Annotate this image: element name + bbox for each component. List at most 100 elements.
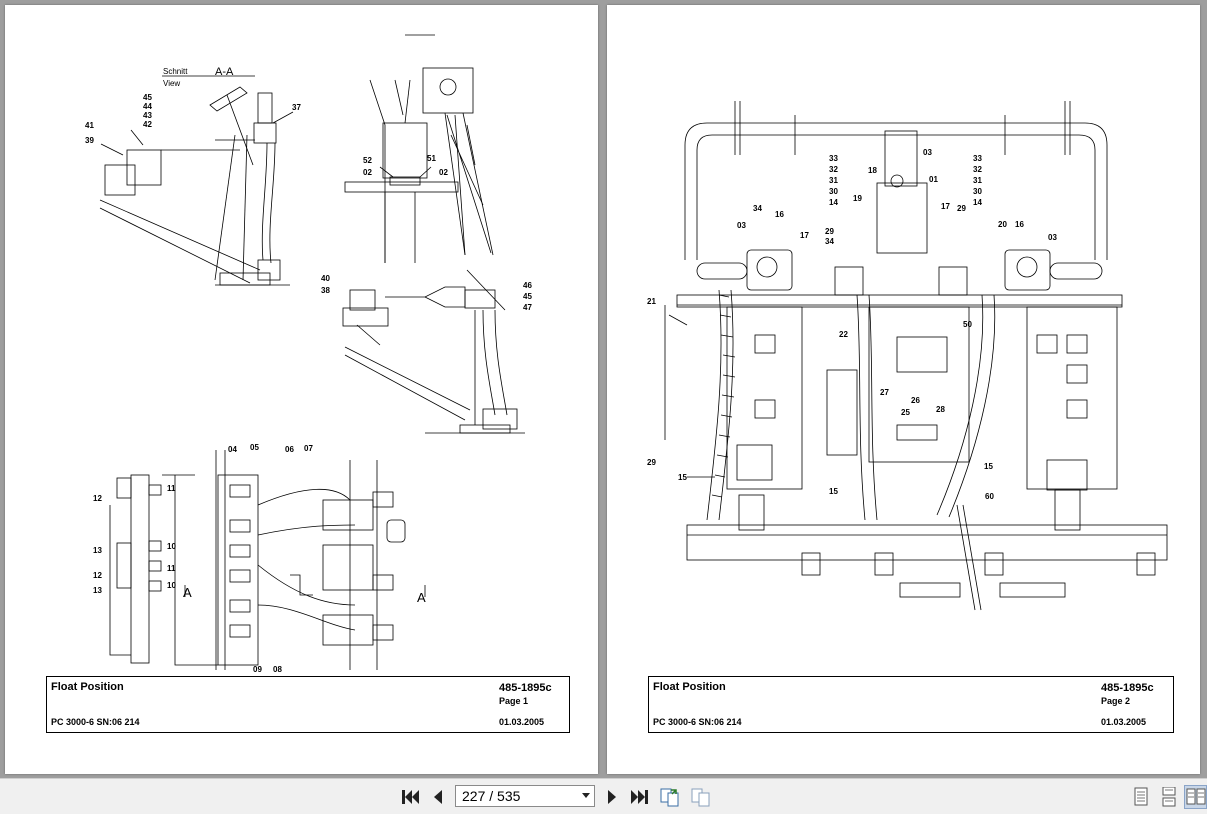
callout: 12 — [93, 571, 102, 580]
hydraulic-drawing-page-2: 03 33 32 31 30 14 18 01 17 29 19 33 32 3… — [647, 101, 1168, 611]
callout: 26 — [911, 396, 920, 405]
callout: 45 — [143, 93, 152, 102]
navigation-toolbar: 227 / 535 — [0, 778, 1207, 814]
document-page-2: 03 33 32 31 30 14 18 01 17 29 19 33 32 3… — [607, 5, 1200, 774]
section-label: A-A — [215, 66, 234, 78]
callout: 11 — [167, 564, 176, 573]
callout: 13 — [93, 586, 102, 595]
next-view-icon — [691, 788, 710, 807]
callout: 11 — [167, 484, 176, 493]
callout: 30 — [973, 187, 982, 196]
callout: 34 — [753, 204, 762, 213]
callout: 03 — [923, 148, 932, 157]
two-page-view-icon — [1186, 788, 1205, 805]
callout: 09 — [253, 665, 262, 674]
callout: 10 — [167, 542, 176, 551]
callout: 14 — [973, 198, 982, 207]
total-pages: 535 — [497, 788, 521, 804]
callout: 19 — [853, 194, 862, 203]
callout: 29 — [825, 227, 834, 236]
callout: 25 — [901, 408, 910, 417]
page-number-select[interactable]: 227 / 535 — [455, 785, 595, 807]
callout: 41 — [85, 121, 94, 130]
title-block: Float Position PC 3000-6 SN:06 214 485-1… — [46, 676, 570, 733]
callout: 03 — [737, 221, 746, 230]
callout: 32 — [829, 165, 838, 174]
page-label: Page 1 — [499, 696, 529, 706]
callout: 12 — [93, 494, 102, 503]
callout: 15 — [984, 462, 993, 471]
callout: 39 — [85, 136, 94, 145]
callout: 38 — [321, 286, 330, 295]
previous-view-button[interactable] — [658, 785, 682, 809]
callout: 31 — [829, 176, 838, 185]
callout: 13 — [93, 546, 102, 555]
callout: 34 — [825, 237, 834, 246]
document-number: 485-1895c — [499, 682, 552, 694]
callout: 28 — [936, 405, 945, 414]
callout: 47 — [523, 303, 532, 312]
callout: 22 — [839, 330, 848, 339]
callout: 29 — [647, 458, 656, 467]
last-page-button[interactable] — [628, 785, 652, 809]
callout: 04 — [228, 445, 237, 454]
callout: 15 — [829, 487, 838, 496]
chevron-down-icon — [582, 793, 590, 798]
callout: 10 — [167, 581, 176, 590]
callout: 20 — [998, 220, 1007, 229]
callout: 02 — [363, 168, 372, 177]
drawing-title: Float Position — [653, 681, 726, 693]
previous-view-icon — [660, 788, 679, 807]
callout: 46 — [523, 281, 532, 290]
callout: 07 — [304, 444, 313, 453]
callout: 05 — [250, 443, 259, 452]
document-date: 01.03.2005 — [1101, 717, 1147, 727]
callout: 16 — [775, 210, 784, 219]
callout: 30 — [829, 187, 838, 196]
callout: 17 — [800, 231, 809, 240]
next-page-button[interactable] — [600, 785, 624, 809]
prev-page-icon — [434, 790, 442, 804]
view-label-view: View — [163, 79, 180, 88]
callout: 60 — [985, 492, 994, 501]
section-arrow-label: A — [417, 590, 426, 605]
callout: 06 — [285, 445, 294, 454]
callout: 51 — [427, 154, 436, 163]
continuous-view-button[interactable] — [1157, 785, 1181, 809]
callout: 45 — [523, 292, 532, 301]
callout: 33 — [829, 154, 838, 163]
section-arrow-label: A — [183, 585, 192, 600]
single-page-view-icon — [1134, 787, 1148, 806]
callout: 02 — [439, 168, 448, 177]
previous-page-button[interactable] — [426, 785, 450, 809]
drawing-title: Float Position — [51, 681, 124, 693]
last-page-icon — [631, 790, 648, 804]
callout: 40 — [321, 274, 330, 283]
callout: 01 — [929, 175, 938, 184]
callout: 14 — [829, 198, 838, 207]
callout: 08 — [273, 665, 282, 674]
document-page-1: Schnitt View A-A 45 44 43 42 41 39 37 52… — [5, 5, 598, 774]
first-page-button[interactable] — [398, 785, 422, 809]
callout: 17 — [941, 202, 950, 211]
page-separator: / — [489, 788, 494, 804]
callout: 44 — [143, 102, 152, 111]
view-label-schnitt: Schnitt — [163, 67, 188, 76]
callout: 43 — [143, 111, 152, 120]
hydraulic-drawing-page-1: Schnitt View A-A 45 44 43 42 41 39 37 52… — [85, 34, 532, 674]
callout: 37 — [292, 103, 301, 112]
two-page-view-button[interactable] — [1184, 785, 1207, 809]
current-page-number: 227 — [462, 788, 486, 804]
page-label: Page 2 — [1101, 696, 1131, 706]
callout: 42 — [143, 120, 152, 129]
machine-model: PC 3000-6 SN:06 214 — [653, 717, 742, 727]
callout: 29 — [957, 204, 966, 213]
next-view-button[interactable] — [689, 785, 713, 809]
single-page-view-button[interactable] — [1129, 785, 1153, 809]
callout: 03 — [1048, 233, 1057, 242]
callout: 52 — [363, 156, 372, 165]
callout: 33 — [973, 154, 982, 163]
next-page-icon — [608, 790, 616, 804]
callout: 21 — [647, 297, 656, 306]
callout: 31 — [973, 176, 982, 185]
